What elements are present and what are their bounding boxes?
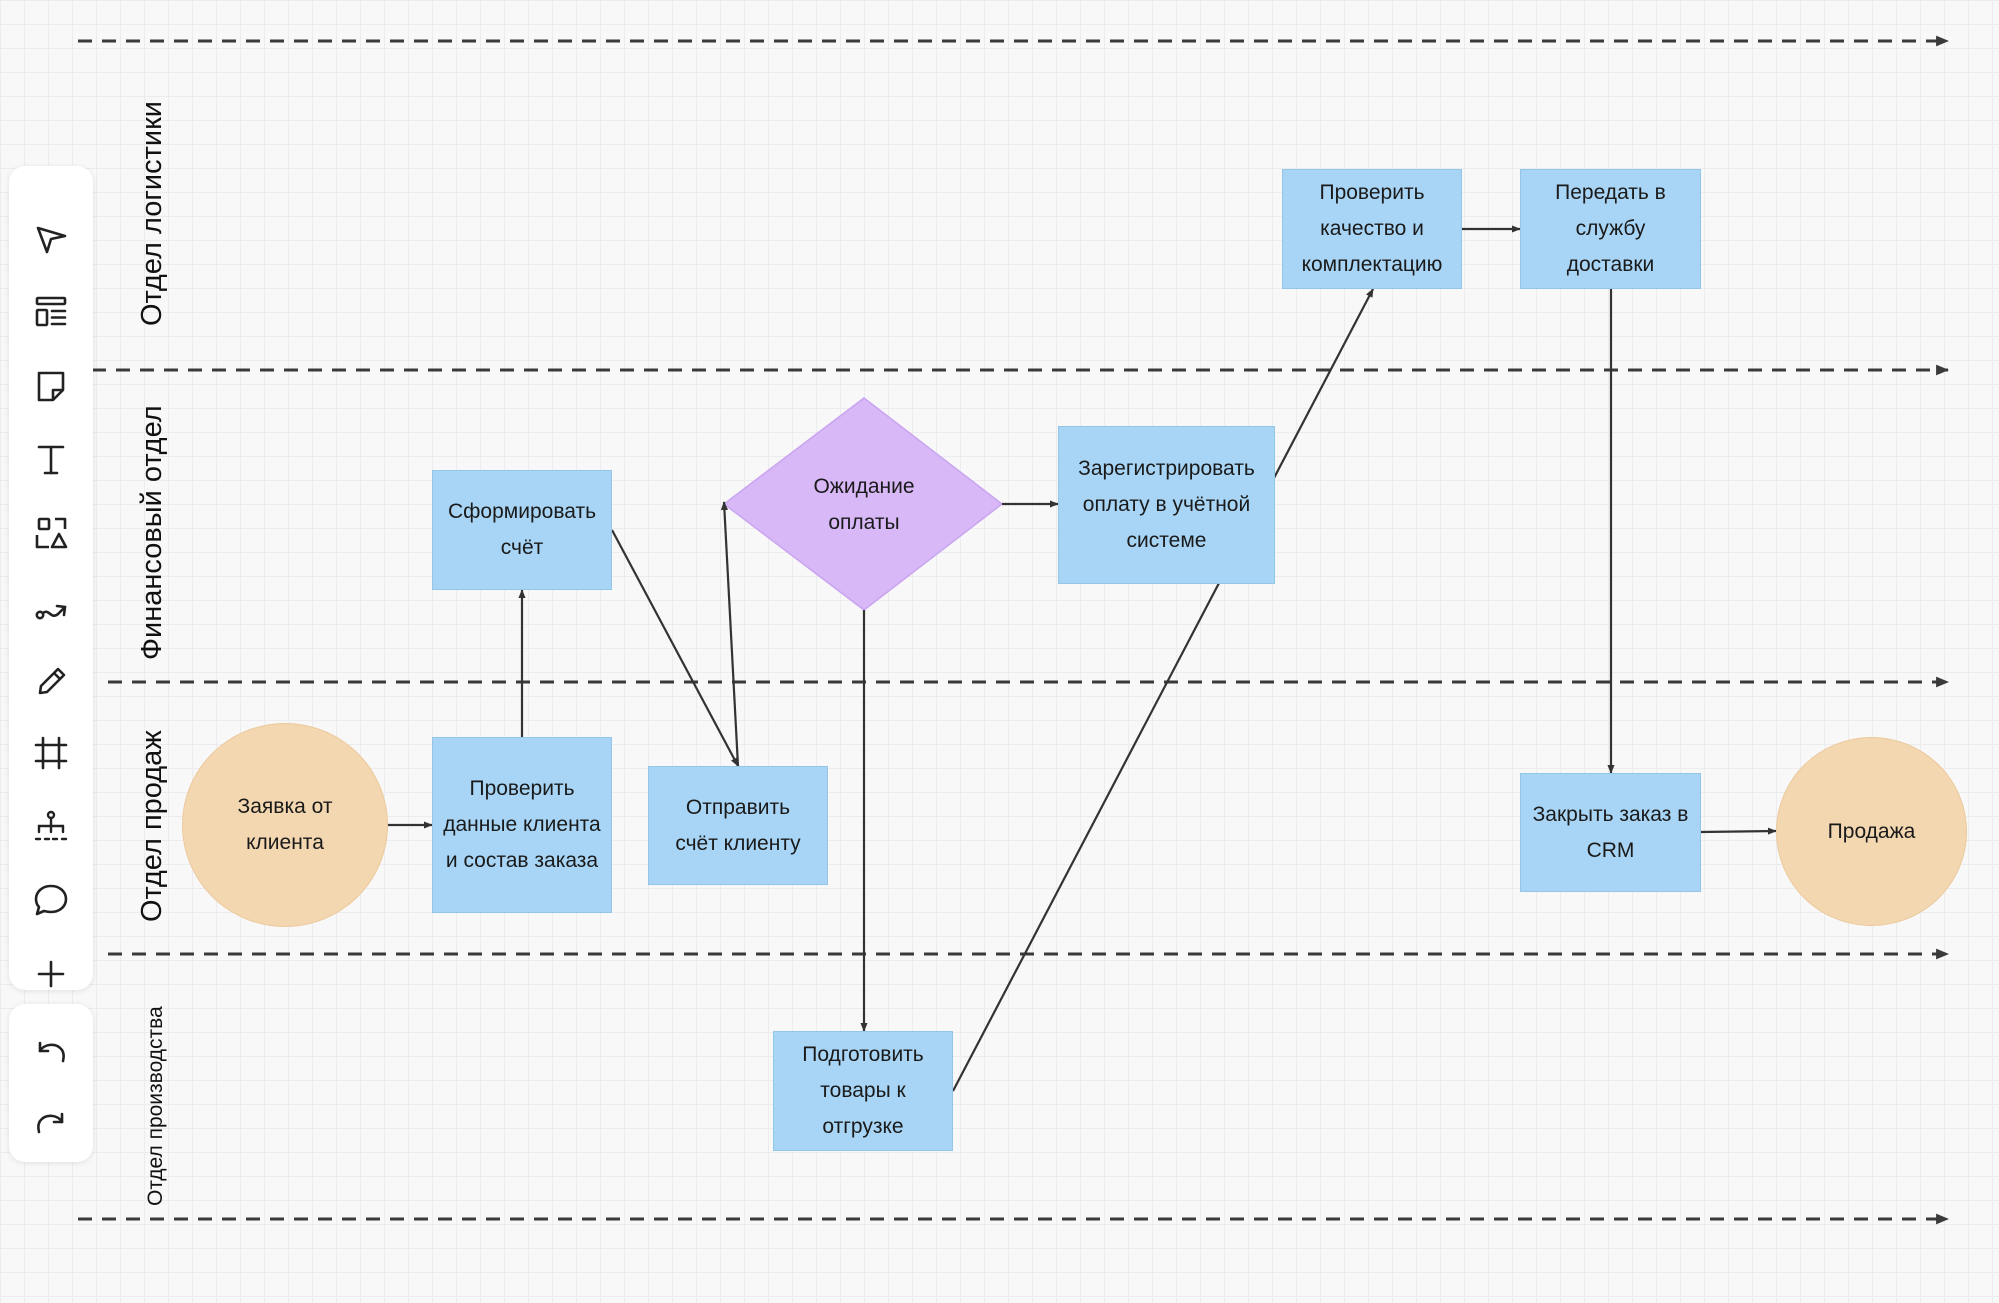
task-check-quality-label: Проверить качество и комплектацию bbox=[1301, 181, 1443, 276]
undo-icon bbox=[38, 1041, 65, 1063]
connector-tool-button[interactable] bbox=[9, 576, 93, 636]
task-form-invoice[interactable]: Сформировать счёт bbox=[432, 470, 612, 590]
task-check-client-data-label: Проверить данные клиента и состав заказа bbox=[443, 777, 601, 872]
add-tool-button[interactable] bbox=[9, 944, 93, 1004]
task-send-invoice[interactable]: Отправить счёт клиенту bbox=[648, 766, 828, 885]
connector-prepare-to-quality[interactable] bbox=[952, 288, 1374, 1092]
lane-label-production: Отдел производства bbox=[144, 1006, 167, 1206]
event-sale-label: Продажа bbox=[1827, 819, 1916, 843]
comment-icon bbox=[34, 884, 68, 916]
frame-tool-button[interactable] bbox=[9, 723, 93, 783]
mindmap-icon bbox=[34, 810, 68, 841]
connector-send-to-await[interactable] bbox=[720, 501, 740, 767]
add-icon bbox=[37, 960, 65, 988]
task-send-invoice-label: Отправить счёт клиенту bbox=[675, 795, 801, 855]
event-client-request-label: Заявка от клиента bbox=[237, 795, 333, 854]
select-tool-button[interactable] bbox=[9, 209, 93, 269]
task-hand-to-delivery[interactable]: Передать в службу доставки bbox=[1520, 169, 1701, 289]
pen-icon bbox=[38, 667, 66, 695]
task-register-payment[interactable]: Зарегистрировать оплату в учётной систем… bbox=[1058, 426, 1275, 584]
connector-invoice-to-send[interactable] bbox=[611, 529, 739, 767]
lane-label-sales: Отдел продаж bbox=[136, 730, 168, 922]
history-toolbar bbox=[9, 1004, 93, 1162]
shapes-tool-button[interactable] bbox=[9, 503, 93, 563]
event-client-request[interactable]: Заявка от клиента bbox=[182, 723, 388, 927]
frame-icon bbox=[34, 736, 68, 770]
sticky-note-icon bbox=[37, 371, 65, 402]
redo-icon bbox=[37, 1112, 64, 1134]
main-toolbar bbox=[9, 166, 93, 990]
text-tool-button[interactable] bbox=[9, 429, 93, 489]
task-close-order-label: Закрыть заказ в CRM bbox=[1532, 802, 1689, 862]
task-check-client-data[interactable]: Проверить данные клиента и состав заказа bbox=[432, 737, 612, 913]
sticky-note-tool-button[interactable] bbox=[9, 356, 93, 416]
mindmap-tool-button[interactable] bbox=[9, 797, 93, 857]
template-icon bbox=[35, 296, 67, 327]
task-register-payment-label: Зарегистрировать оплату в учётной систем… bbox=[1078, 457, 1255, 552]
task-prepare-goods[interactable]: Подготовить товары к отгрузке bbox=[773, 1031, 953, 1151]
event-sale[interactable]: Продажа bbox=[1776, 737, 1967, 926]
lane-label-finance: Финансовый отдел bbox=[136, 405, 168, 660]
lane-dividers bbox=[78, 35, 1950, 1225]
text-icon bbox=[37, 445, 65, 475]
task-close-order[interactable]: Закрыть заказ в CRM bbox=[1520, 773, 1701, 892]
shapes-icon bbox=[35, 517, 68, 549]
connector-icon bbox=[35, 604, 67, 620]
connectors bbox=[388, 225, 1777, 1092]
task-hand-to-delivery-label: Передать в службу доставки bbox=[1555, 181, 1666, 276]
comment-tool-button[interactable] bbox=[9, 870, 93, 930]
select-icon bbox=[36, 226, 67, 254]
decision-await-payment-label: Ожидание оплаты bbox=[813, 475, 915, 534]
task-form-invoice-label: Сформировать счёт bbox=[447, 500, 597, 559]
template-tool-button[interactable] bbox=[9, 282, 93, 342]
task-check-quality[interactable]: Проверить качество и комплектацию bbox=[1282, 169, 1462, 289]
undo-button[interactable] bbox=[9, 1023, 93, 1083]
redo-button[interactable] bbox=[9, 1094, 93, 1154]
lane-label-logistics: Отдел логистики bbox=[136, 101, 168, 326]
connector-close-to-sale[interactable] bbox=[1700, 827, 1777, 835]
pen-tool-button[interactable] bbox=[9, 650, 93, 710]
task-prepare-goods-label: Подготовить товары к отгрузке bbox=[802, 1043, 924, 1138]
